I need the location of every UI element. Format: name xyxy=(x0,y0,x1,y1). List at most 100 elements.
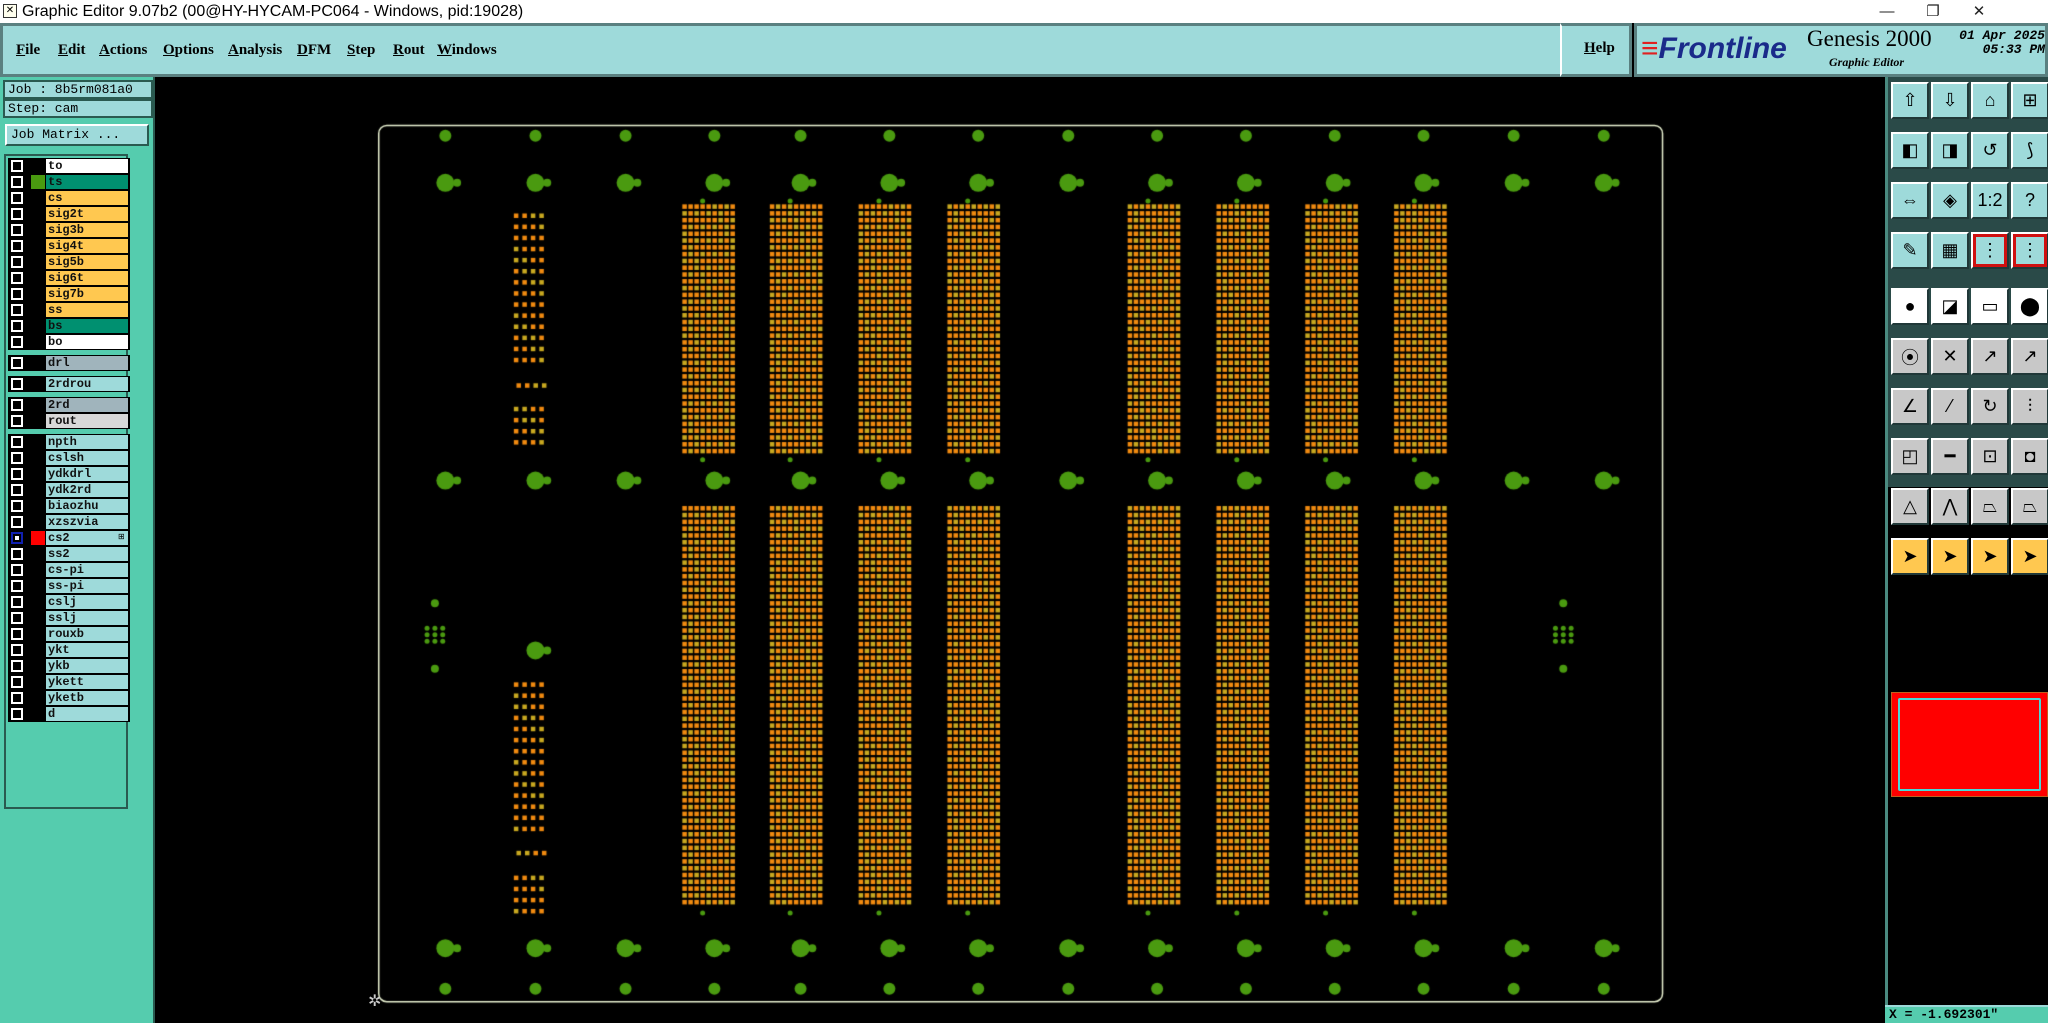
layer-color-swatch[interactable] xyxy=(31,659,45,673)
layer-row-ss2[interactable]: ss2 xyxy=(8,546,130,562)
menu-rout[interactable]: Rout xyxy=(393,42,425,58)
layer-row-2rdrou[interactable]: 2rdrou xyxy=(8,376,130,392)
layer-color-swatch[interactable] xyxy=(31,255,45,269)
layer-row-sig4t[interactable]: sig4t xyxy=(8,238,130,254)
scale-1-2-button[interactable]: 1:2 xyxy=(1971,182,2009,219)
cut-surface-button[interactable]: ⏢ xyxy=(2011,488,2048,525)
layer-checkbox[interactable] xyxy=(11,160,23,172)
layer-color-swatch[interactable] xyxy=(31,611,45,625)
layer-name[interactable]: bs xyxy=(46,319,128,333)
home-button[interactable]: ⌂ xyxy=(1971,82,2009,119)
move-button[interactable]: ↗ xyxy=(1971,338,2009,375)
grid-button[interactable]: ▦ xyxy=(1931,232,1969,269)
layer-row-rout[interactable]: rout xyxy=(8,413,130,429)
layer-row-sig7b[interactable]: sig7b xyxy=(8,286,130,302)
layer-color-swatch[interactable] xyxy=(31,531,45,545)
delete-button[interactable]: ✕ xyxy=(1931,338,1969,375)
dimension-button[interactable]: ⊡ xyxy=(1971,438,2009,475)
layer-color-swatch[interactable] xyxy=(31,499,45,513)
layer-row-ykb[interactable]: ykb xyxy=(8,658,130,674)
layer-checkbox[interactable] xyxy=(11,532,23,544)
layer-color-swatch[interactable] xyxy=(31,356,45,370)
layer-checkbox[interactable] xyxy=(11,320,23,332)
tools-palette-button[interactable]: ✎ xyxy=(1891,232,1929,269)
layer-checkbox[interactable] xyxy=(11,564,23,576)
layer-name[interactable]: ydkdrl xyxy=(46,467,128,481)
layer-name[interactable]: cslsh xyxy=(46,451,128,465)
layer-color-swatch[interactable] xyxy=(31,515,45,529)
layer-checkbox[interactable] xyxy=(11,596,23,608)
layer-color-swatch[interactable] xyxy=(31,643,45,657)
mirror-button[interactable]: ⫶ xyxy=(2011,388,2048,425)
layer-row-to[interactable]: to xyxy=(8,158,130,174)
layer-color-swatch[interactable] xyxy=(31,467,45,481)
pan-left-button[interactable]: ◧ xyxy=(1891,132,1929,169)
restore-button[interactable]: ❐ xyxy=(1926,3,1940,20)
layer-row-cslsh[interactable]: cslsh xyxy=(8,450,130,466)
layer-row-bs[interactable]: bs xyxy=(8,318,130,334)
layer-name[interactable]: sig4t xyxy=(46,239,128,253)
layer-row-2rd[interactable]: 2rd xyxy=(8,397,130,413)
menu-analysis[interactable]: Analysis xyxy=(228,42,283,58)
layer-row-biaozhu[interactable]: biaozhu xyxy=(8,498,130,514)
layer-name[interactable]: sig3b xyxy=(46,223,128,237)
menu-step[interactable]: Step xyxy=(347,42,376,58)
layer-checkbox[interactable] xyxy=(11,192,23,204)
contour-button[interactable]: ◘ xyxy=(2011,438,2048,475)
job-matrix-button[interactable]: Job Matrix ... xyxy=(5,124,149,146)
layer-color-swatch[interactable] xyxy=(31,414,45,428)
overview-preview[interactable] xyxy=(1891,692,2048,797)
layer-row-cs-pi[interactable]: cs-pi xyxy=(8,562,130,578)
help-button[interactable]: ? xyxy=(2011,182,2048,219)
layer-name[interactable]: d xyxy=(46,707,128,721)
layer-color-swatch[interactable] xyxy=(31,223,45,237)
layer-row-npth[interactable]: npth xyxy=(8,434,130,450)
layer-checkbox[interactable] xyxy=(11,484,23,496)
layer-checkbox[interactable] xyxy=(11,304,23,316)
layer-row-ydkdrl[interactable]: ydkdrl xyxy=(8,466,130,482)
layer-name[interactable]: ss xyxy=(46,303,128,317)
pcb-board-drawing[interactable] xyxy=(155,77,1885,1005)
xy-grid-button[interactable]: ⊞ xyxy=(2011,82,2048,119)
menu-file[interactable]: File xyxy=(16,42,41,58)
layer-color-swatch[interactable] xyxy=(31,595,45,609)
layer-color-swatch[interactable] xyxy=(31,547,45,561)
select-box-button[interactable]: ➤ xyxy=(1931,538,1969,575)
layer-checkbox[interactable] xyxy=(11,336,23,348)
save-button[interactable]: ⇩ xyxy=(1931,82,1969,119)
open-step-button[interactable]: ⇧ xyxy=(1891,82,1929,119)
layer-row-ykt[interactable]: ykt xyxy=(8,642,130,658)
layer-row-ykett[interactable]: ykett xyxy=(8,674,130,690)
layer-checkbox[interactable] xyxy=(11,660,23,672)
snap-button[interactable]: ⟆ xyxy=(2011,132,2048,169)
layer-checkbox[interactable] xyxy=(11,436,23,448)
layer-checkbox[interactable] xyxy=(11,548,23,560)
layer-row-d[interactable]: d xyxy=(8,706,130,722)
layer-color-swatch[interactable] xyxy=(31,483,45,497)
add-surface-button[interactable]: ⏢ xyxy=(1971,488,2009,525)
layer-color-swatch[interactable] xyxy=(31,691,45,705)
ruler-button[interactable]: ▭ xyxy=(1971,288,2009,325)
layer-name[interactable]: ykett xyxy=(46,675,128,689)
layer-row-sig5b[interactable]: sig5b xyxy=(8,254,130,270)
layer-color-swatch[interactable] xyxy=(31,175,45,189)
menu-windows[interactable]: Windows xyxy=(437,42,497,58)
layer-row-rouxb[interactable]: rouxb xyxy=(8,626,130,642)
netlist-button[interactable]: ⋮ xyxy=(1971,232,2009,269)
close-button[interactable]: ✕ xyxy=(1972,3,1986,20)
zoom-out-button[interactable]: ⇔ xyxy=(1891,182,1929,219)
layer-name[interactable]: ykt xyxy=(46,643,128,657)
layer-checkbox[interactable] xyxy=(11,500,23,512)
layer-row-sig3b[interactable]: sig3b xyxy=(8,222,130,238)
netlist-alt-button[interactable]: ⋮ xyxy=(2011,232,2048,269)
layer-checkbox[interactable] xyxy=(11,628,23,640)
menu-options[interactable]: Options xyxy=(163,42,214,58)
layer-name[interactable]: ykb xyxy=(46,659,128,673)
layer-row-yketb[interactable]: yketb xyxy=(8,690,130,706)
layer-color-swatch[interactable] xyxy=(31,398,45,412)
layer-name[interactable]: npth xyxy=(46,435,128,449)
layer-name[interactable]: sig7b xyxy=(46,287,128,301)
layer-name[interactable]: ts xyxy=(46,175,128,189)
layer-color-swatch[interactable] xyxy=(31,335,45,349)
select-polygon-button[interactable]: ➤ xyxy=(1971,538,2009,575)
